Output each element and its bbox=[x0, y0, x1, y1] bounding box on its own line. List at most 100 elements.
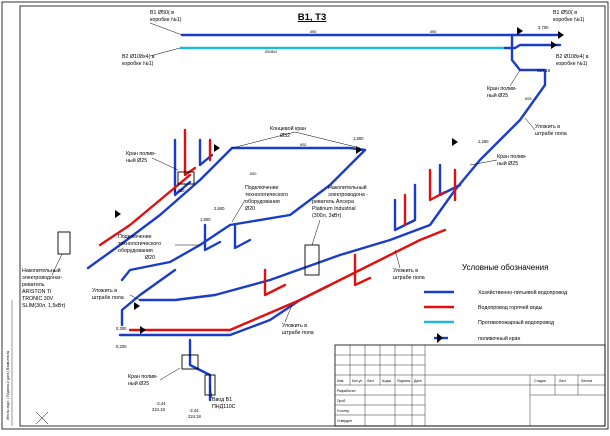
dim-224-b: 224.18 bbox=[152, 407, 165, 412]
pipe-label-5: Ø25 bbox=[525, 97, 532, 101]
svg-text:поливочный кран: поливочный кран bbox=[478, 335, 520, 342]
inner-frame bbox=[19, 5, 606, 427]
dim-224-c: 224.18 bbox=[188, 414, 201, 419]
callout-end-valve: Концевой кран Ø32 bbox=[231, 125, 361, 149]
svg-text:Platinum Industrial: Platinum Industrial bbox=[312, 206, 356, 212]
cold-tech bbox=[203, 223, 252, 252]
svg-text:Ø20: Ø20 bbox=[245, 206, 255, 212]
callout-inlet-b1: Ввод В1 ПНД110С bbox=[209, 384, 236, 410]
fixture-box-1 bbox=[177, 171, 195, 185]
dim-1250-b: 1,250 bbox=[174, 188, 185, 193]
hot-riser-left bbox=[183, 128, 212, 177]
inlet-b1-top-left: В1 Ø50( в коробке №1) bbox=[149, 10, 183, 36]
svg-text:Концевой кран: Концевой кран bbox=[270, 125, 306, 132]
dim-3700: 3,700 bbox=[538, 25, 549, 30]
cold-branch-upper bbox=[230, 146, 367, 152]
svg-text:технологического: технологического bbox=[245, 192, 288, 198]
inlet-b2-right: В2 Ø108х4( в коробке №1) bbox=[556, 54, 589, 67]
svg-text:Проб.: Проб. bbox=[337, 399, 346, 403]
callout-heater-center: Накопительный электроводона - реватель A… bbox=[311, 184, 368, 246]
svg-text:SLIM(30л, 1,5кВт): SLIM(30л, 1,5кВт) bbox=[22, 303, 66, 309]
svg-text:оборудования: оборудования bbox=[118, 248, 153, 254]
callout-hose-valve-top-right: Кран полив- ный Ø25 bbox=[487, 69, 521, 99]
hot-branch-left bbox=[98, 173, 192, 247]
callout-tech-equipment-2: Подключение технологического оборудовани… bbox=[118, 234, 200, 261]
inlet-b2-left: В2 Ø108х4( в коробке №1) bbox=[122, 47, 181, 67]
svg-text:реватель Ancepa: реватель Ancepa bbox=[312, 199, 354, 205]
svg-text:Подпись: Подпись bbox=[397, 379, 411, 383]
dim-2500: 2,500 bbox=[214, 206, 225, 211]
svg-text:Кран полив-: Кран полив- bbox=[497, 154, 527, 160]
cold-lower-rise bbox=[118, 283, 332, 402]
legend-item-hose-valve: поливочный кран bbox=[434, 333, 520, 343]
legend-item-hot: Водопровод горячей воды bbox=[424, 304, 543, 311]
svg-text:ный Ø25: ный Ø25 bbox=[128, 380, 149, 387]
svg-text:Листов: Листов bbox=[581, 379, 592, 383]
svg-text:коробке №1): коробке №1) bbox=[150, 17, 182, 23]
svg-text:Кран полив-: Кран полив- bbox=[487, 86, 517, 92]
hot-center bbox=[263, 253, 372, 297]
svg-text:реватель: реватель bbox=[22, 282, 45, 288]
fire-line-right bbox=[503, 43, 562, 50]
legend-title: Условные обозначения bbox=[462, 263, 548, 272]
cold-riser-a bbox=[173, 138, 192, 197]
callout-hose-valve-mid-right: Кран полив- ный Ø25 bbox=[469, 154, 527, 167]
svg-text:ПНД110С: ПНД110С bbox=[212, 404, 236, 410]
dim-1800-b: 1,800 bbox=[200, 217, 211, 222]
svg-text:В1 Ø50( в: В1 Ø50( в bbox=[150, 10, 174, 16]
hot-lower bbox=[128, 228, 447, 332]
pipe-label-1: Ø50 bbox=[310, 30, 317, 34]
cold-lower-mid bbox=[213, 188, 457, 297]
svg-text:Утвердил: Утвердил bbox=[337, 419, 352, 423]
svg-text:штрабе пола: штрабе пола bbox=[92, 295, 124, 301]
svg-text:В1 Ø50( в: В1 Ø50( в bbox=[553, 10, 577, 16]
svg-text:Уложить в: Уложить в bbox=[92, 288, 117, 294]
svg-text:Лист: Лист bbox=[559, 379, 567, 383]
dim-244-a: -2,44 bbox=[156, 401, 166, 406]
svg-text:Ø20: Ø20 bbox=[145, 255, 155, 261]
svg-text:Кран полив-: Кран полив- bbox=[126, 151, 156, 157]
svg-text:Стадия: Стадия bbox=[534, 379, 546, 383]
svg-text:штрабе пола: штрабе пола bbox=[393, 275, 425, 281]
svg-text:№док.: №док. bbox=[382, 379, 392, 383]
dim-1800-a: 1,800 bbox=[353, 136, 364, 141]
svg-text:Дата: Дата bbox=[414, 379, 422, 383]
svg-text:TRONIC 30V: TRONIC 30V bbox=[22, 296, 54, 302]
svg-text:Разработал: Разработал bbox=[337, 389, 355, 393]
svg-text:ный Ø25: ный Ø25 bbox=[497, 160, 518, 167]
svg-text:оборудования: оборудования bbox=[245, 199, 280, 205]
svg-text:В2 Ø108х4( в: В2 Ø108х4( в bbox=[556, 54, 589, 60]
svg-text:Кран полив-: Кран полив- bbox=[128, 374, 158, 380]
svg-text:Ø32: Ø32 bbox=[280, 133, 290, 139]
side-strip-text: Инв.№ подл. | Подпись и дата | Взам.инв.… bbox=[6, 350, 10, 420]
dim-244-b: -2,44 bbox=[189, 408, 199, 413]
svg-text:(300л, 3кВт): (300л, 3кВт) bbox=[312, 213, 342, 219]
heater-left-icon bbox=[57, 231, 71, 255]
dim-0200: 0,200 bbox=[116, 344, 127, 349]
svg-text:ARISTON Ti: ARISTON Ti bbox=[22, 289, 51, 295]
callout-recess-top-right: Уложить в штрабе пола bbox=[524, 117, 567, 137]
fixture-box-2 bbox=[181, 354, 199, 370]
callout-heater-left: Накопительный электроводонаг- реватель A… bbox=[22, 253, 66, 309]
svg-text:Кол.уч.: Кол.уч. bbox=[352, 379, 363, 383]
cold-riser-right bbox=[453, 33, 547, 192]
diagram-title: В1, Т3 bbox=[298, 12, 327, 23]
svg-text:Уложить в: Уложить в bbox=[535, 124, 560, 130]
svg-text:Противопожарный водопровод: Противопожарный водопровод bbox=[478, 319, 554, 326]
callout-tech-equipment-1: Подключение технологического оборудовани… bbox=[231, 185, 288, 223]
cold-lower-left bbox=[120, 268, 217, 327]
dim-0300: 0,300 bbox=[116, 326, 127, 331]
svg-text:коробке №1): коробке №1) bbox=[553, 17, 585, 23]
callout-recess-left: Уложить в штрабе пола bbox=[92, 288, 141, 301]
svg-text:коробке №1): коробке №1) bbox=[556, 61, 588, 67]
svg-text:В2 Ø108х4( в: В2 Ø108х4( в bbox=[122, 54, 155, 60]
svg-text:Лист: Лист bbox=[367, 379, 375, 383]
svg-text:ный Ø25: ный Ø25 bbox=[487, 92, 508, 99]
cold-branch-left bbox=[86, 146, 234, 270]
svg-text:Подключение: Подключение bbox=[245, 185, 279, 191]
inlet-b1-top-right: В1 Ø50( в коробке №1) bbox=[553, 10, 585, 23]
svg-text:штрабе пола: штрабе пола bbox=[282, 330, 314, 336]
svg-text:штрабе пола: штрабе пола bbox=[535, 131, 567, 137]
svg-text:Н.контр.: Н.контр. bbox=[337, 409, 350, 413]
